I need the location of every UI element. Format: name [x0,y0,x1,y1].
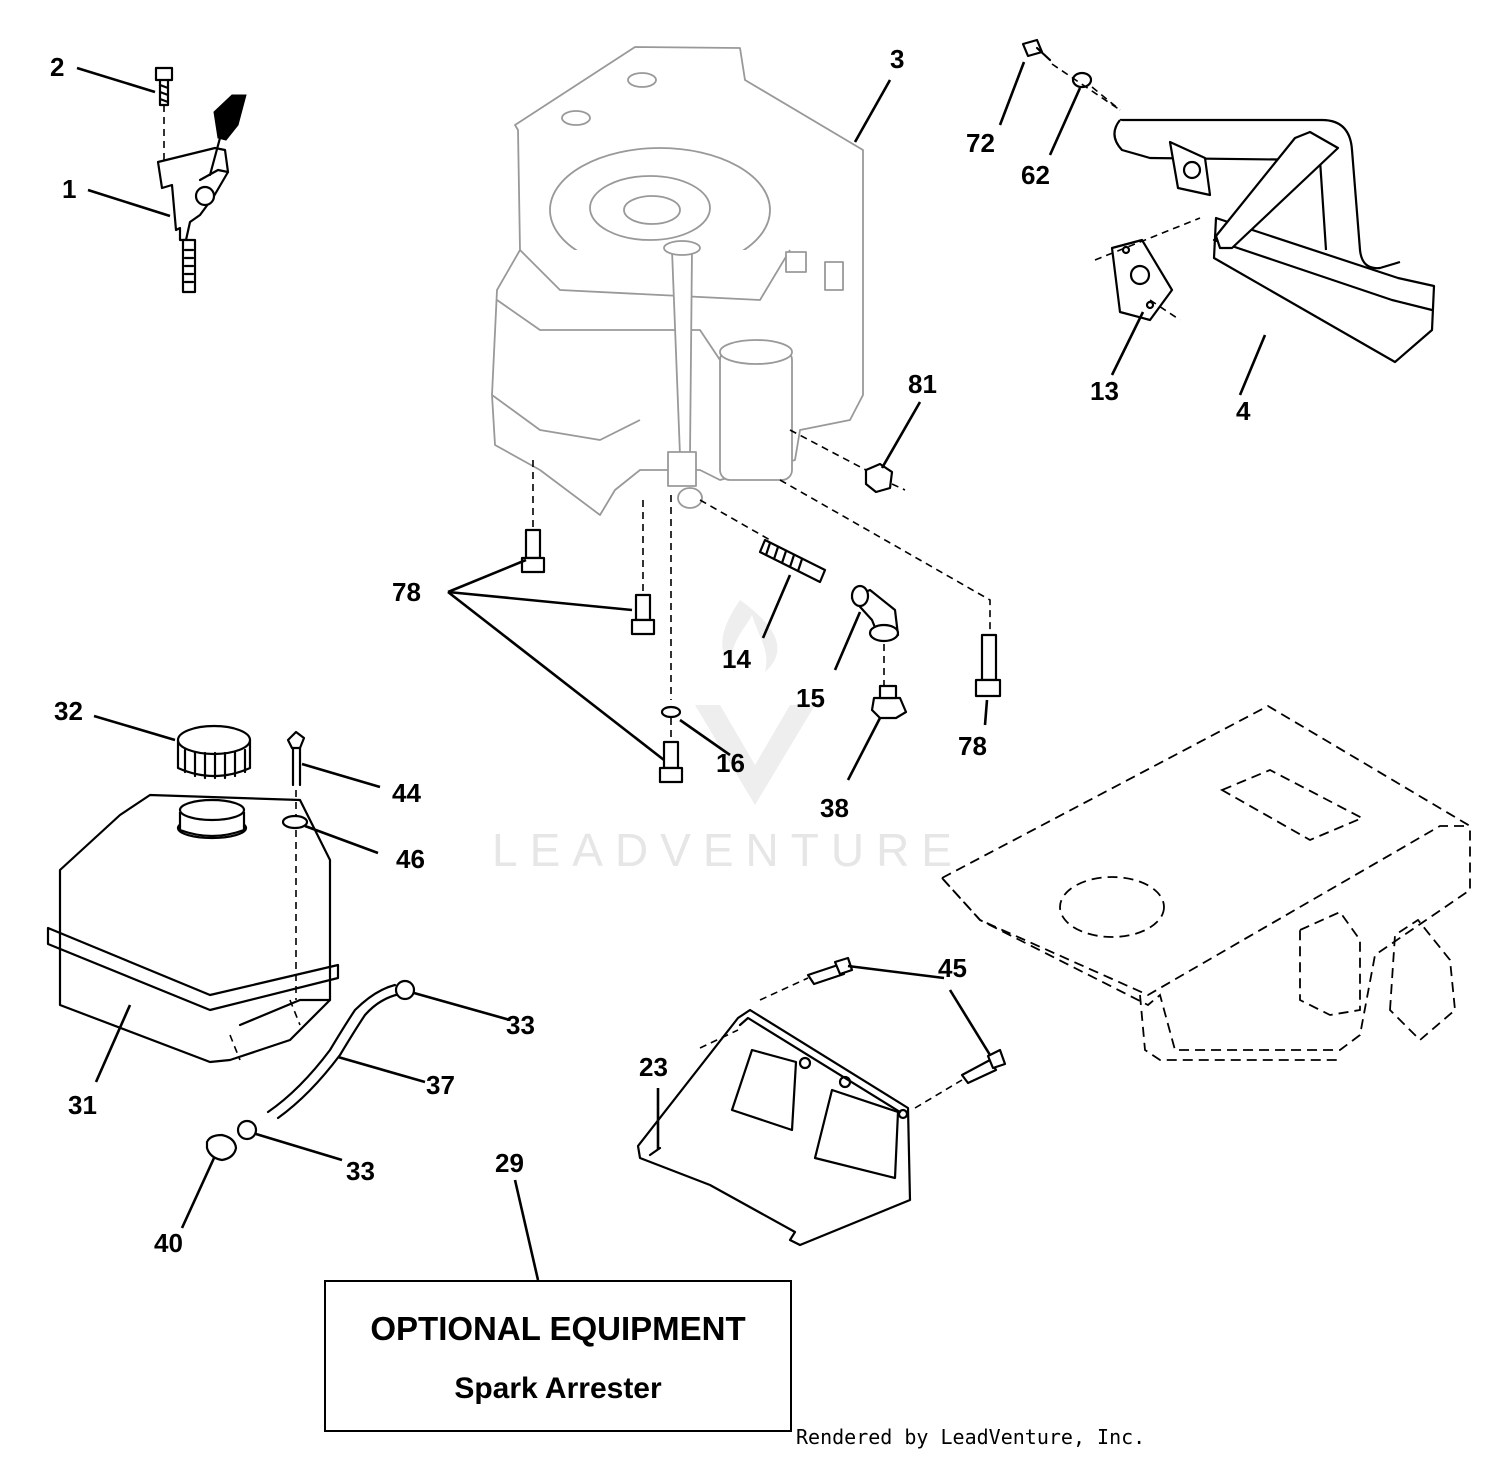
callout-31: 31 [68,1090,97,1120]
callout-23: 23 [639,1052,668,1082]
fuel-line-assembly [205,979,416,1162]
throttle-control [154,66,247,294]
callout-16: 16 [716,748,745,778]
leader-lines [76,61,1267,1281]
drain-fittings [699,499,908,720]
callout-45: 45 [938,953,967,983]
callout-14: 14 [722,644,751,674]
callout-37: 37 [426,1070,455,1100]
callout-33-top: 33 [506,1010,535,1040]
rendered-by-credit: Rendered by LeadVenture, Inc. [796,1425,1146,1449]
callout-labels: 2 1 3 72 62 13 4 81 78 14 15 78 16 38 32… [50,44,1251,1258]
optional-equipment-title: OPTIONAL EQUIPMENT [370,1310,746,1347]
muffler-assembly [1021,38,1436,364]
callout-40: 40 [154,1228,183,1258]
callout-2: 2 [50,52,64,82]
heat-shield-assembly [636,956,1007,1247]
callout-44: 44 [392,778,421,808]
callout-72: 72 [966,128,995,158]
engine-mount-frame [940,704,1471,1061]
optional-equipment-subtitle: Spark Arrester [454,1372,662,1405]
mounting-bolts [520,460,1002,784]
callout-62: 62 [1021,160,1050,190]
engine-assembly [491,46,864,516]
watermark-flame-icon [722,600,778,672]
callout-33-bottom: 33 [346,1156,375,1186]
callout-46: 46 [396,844,425,874]
callout-3: 3 [890,44,904,74]
callout-13: 13 [1090,376,1119,406]
callout-4: 4 [1236,396,1251,426]
callout-1: 1 [62,174,76,204]
callout-78-right: 78 [958,731,987,761]
watermark-text: LEADVENTURE [492,824,964,876]
engine-nut [779,429,991,635]
callout-29: 29 [495,1148,524,1178]
optional-equipment-box: OPTIONAL EQUIPMENT Spark Arrester [324,1280,792,1432]
watermark-v-icon [695,705,815,805]
callout-78-left: 78 [392,577,421,607]
callout-81: 81 [908,369,937,399]
fuel-tank-assembly [46,724,340,1064]
callout-38: 38 [820,793,849,823]
leadventure-watermark: LEADVENTURE [492,600,964,876]
callout-15: 15 [796,683,825,713]
callout-32: 32 [54,696,83,726]
